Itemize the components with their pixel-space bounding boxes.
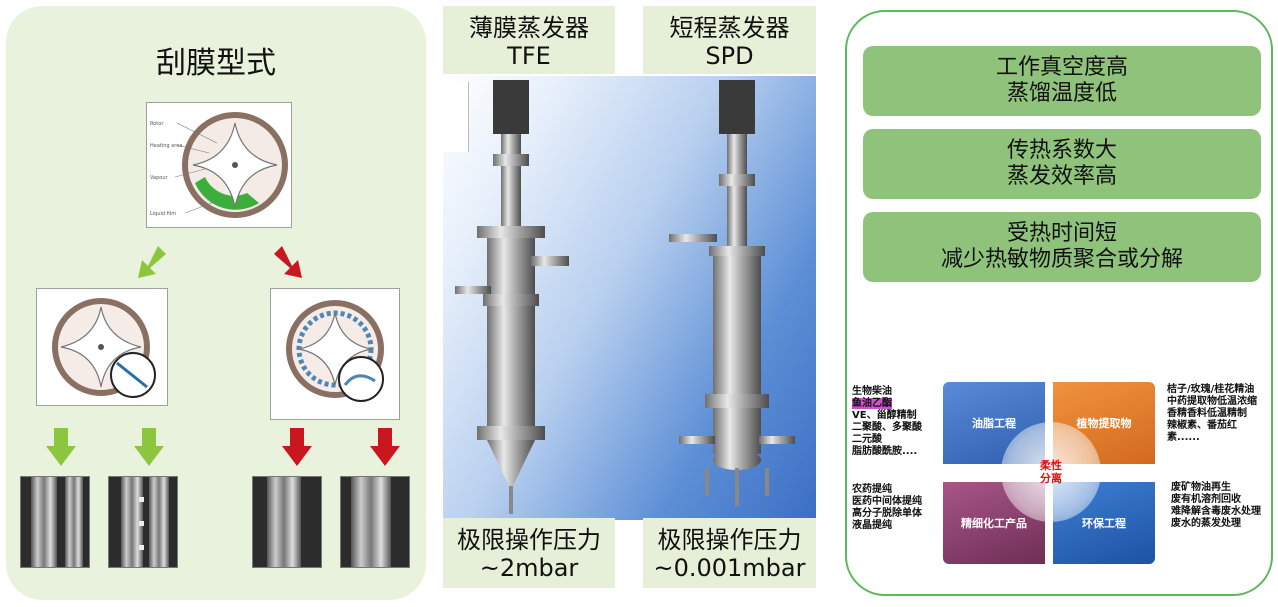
green-diagonal-arrow-icon [138, 246, 166, 278]
app-plant-5: 素...... [1167, 432, 1200, 443]
red-down-arrow-icon-1 [282, 428, 312, 466]
app-oil-5: 脂肪酸酰胺.... [852, 446, 918, 457]
label-rotor: Rotor [150, 121, 164, 127]
tfe-title-cn: 薄膜蒸发器 [469, 14, 589, 42]
rigid-blade-rotor-diagram [36, 288, 168, 406]
features-panel: 工作真空度高 蒸馏温度低 传热系数大 蒸发效率高 受热时间短 减少热敏物质聚合或… [845, 10, 1273, 596]
feature-box-residence-time: 受热时间短 减少热敏物质聚合或分解 [863, 212, 1261, 282]
evaporator-photo [443, 76, 816, 520]
feature-2-line2: 蒸发效率高 [1006, 164, 1117, 189]
quadrant-plant-label: 植物提取物 [1076, 417, 1132, 430]
green-down-arrow-icon-2 [134, 428, 164, 466]
feature-1-line1: 工作真空度高 [995, 55, 1128, 80]
spd-title-cn: 短程蒸发器 [669, 14, 790, 42]
quadrant-chem-label: 精细化工产品 [961, 517, 1027, 530]
center-label: 柔性分离 [1040, 459, 1062, 485]
feature-3-line1: 受热时间短 [1006, 221, 1117, 246]
feature-2-line1: 传热系数大 [1006, 138, 1117, 163]
feature-box-vacuum: 工作真空度高 蒸馏温度低 [863, 46, 1261, 116]
spd-pressure-value: ~0.001mbar [653, 554, 806, 582]
app-plant-1: 桔子/玫瑰/桂花精油 [1167, 384, 1255, 395]
app-plant-2: 中药提取物低温浓缩 [1167, 396, 1257, 407]
app-chem-2: 医药中间体提纯 [852, 496, 922, 507]
tfe-pressure-label: 极限操作压力 [457, 526, 601, 554]
rigid-blade-svg [52, 298, 156, 398]
app-chem-4: 液晶提纯 [852, 520, 892, 531]
rotor-diagram-svg: Rotor Heating area Vapour Liquid film [150, 112, 288, 218]
app-oil-2: VE、甾醇精制 [852, 410, 917, 421]
app-oil-1: 生物柴油 [852, 386, 892, 397]
app-env-1: 废矿物油再生 [1171, 482, 1231, 493]
red-down-arrow-icon-2 [370, 428, 400, 466]
scraper-photo-1 [20, 476, 90, 568]
spd-pressure-box: 极限操作压力 ~0.001mbar [643, 518, 816, 588]
scraper-types-panel: 刮膜型式 Rotor Heating area Vapour Liquid fi… [6, 6, 426, 600]
photo-left-edge [443, 82, 469, 152]
scraper-photo-4 [340, 476, 410, 568]
tfe-title-en: TFE [507, 42, 551, 70]
rotor-cross-section-diagram: Rotor Heating area Vapour Liquid film [146, 102, 292, 228]
app-plant-3: 香精香料低温精制 [1167, 408, 1247, 419]
label-heating-area: Heating area [150, 143, 182, 149]
app-oil-highlight: 鱼油乙酯 [852, 398, 892, 409]
label-vapour: Vapour [150, 175, 168, 181]
spd-pressure-label: 极限操作压力 [657, 526, 802, 554]
tfe-header: 薄膜蒸发器 TFE [443, 6, 615, 74]
tfe-pressure-box: 极限操作压力 ~2mbar [443, 518, 615, 588]
app-oil-3: 二聚酸、多聚酸 [852, 422, 922, 433]
app-env-2: 废有机溶剂回收 [1171, 494, 1241, 505]
roller-blade-svg [286, 300, 384, 402]
app-chem-1: 农药提纯 [852, 484, 892, 495]
flexible-separation-center: 柔性分离 [1001, 422, 1101, 522]
app-plant-4: 辣椒素、番茄红 [1167, 420, 1237, 431]
scraper-photo-2 [108, 476, 178, 568]
app-env-4: 废水的蒸发处理 [1171, 518, 1241, 529]
tfe-unit [455, 80, 569, 514]
feature-3-line2: 减少热敏物质聚合或分解 [940, 247, 1183, 272]
app-env-3: 难降解含毒废水处理 [1171, 506, 1261, 517]
app-oil-4: 二元酸 [852, 434, 882, 445]
apps-plant-extracts: 桔子/玫瑰/桂花精油 中药提取物低温浓缩 香精香料低温精制 辣椒素、番茄红 素.… [1167, 384, 1271, 444]
left-panel-title: 刮膜型式 [156, 46, 276, 81]
red-diagonal-arrow-icon [274, 246, 302, 278]
tfe-pressure-value: ~2mbar [479, 554, 579, 582]
label-liquid-film: Liquid film [150, 211, 176, 217]
scraper-photo-3 [252, 476, 322, 568]
apps-fine-chemicals: 农药提纯 医药中间体提纯 高分子脱除单体 液晶提纯 [852, 484, 942, 532]
apps-environmental: 废矿物油再生 废有机溶剂回收 难降解含毒废水处理 废水的蒸发处理 [1171, 482, 1271, 530]
spd-unit [669, 80, 795, 506]
apps-oil-engineering: 生物柴油 鱼油乙酯 VE、甾醇精制 二聚酸、多聚酸 二元酸 脂肪酸酰胺.... [852, 386, 942, 458]
spd-header: 短程蒸发器 SPD [643, 6, 816, 74]
feature-box-heat-transfer: 传热系数大 蒸发效率高 [863, 129, 1261, 199]
feature-1-line2: 蒸馏温度低 [1006, 81, 1117, 106]
roller-blade-rotor-diagram [270, 288, 400, 420]
app-chem-3: 高分子脱除单体 [852, 508, 922, 519]
evaporators-svg [455, 80, 795, 514]
quadrant-oil-label: 油脂工程 [972, 417, 1016, 430]
green-down-arrow-icon-1 [46, 428, 76, 466]
spd-title-en: SPD [705, 42, 754, 70]
quadrant-env-label: 环保工程 [1082, 517, 1126, 530]
